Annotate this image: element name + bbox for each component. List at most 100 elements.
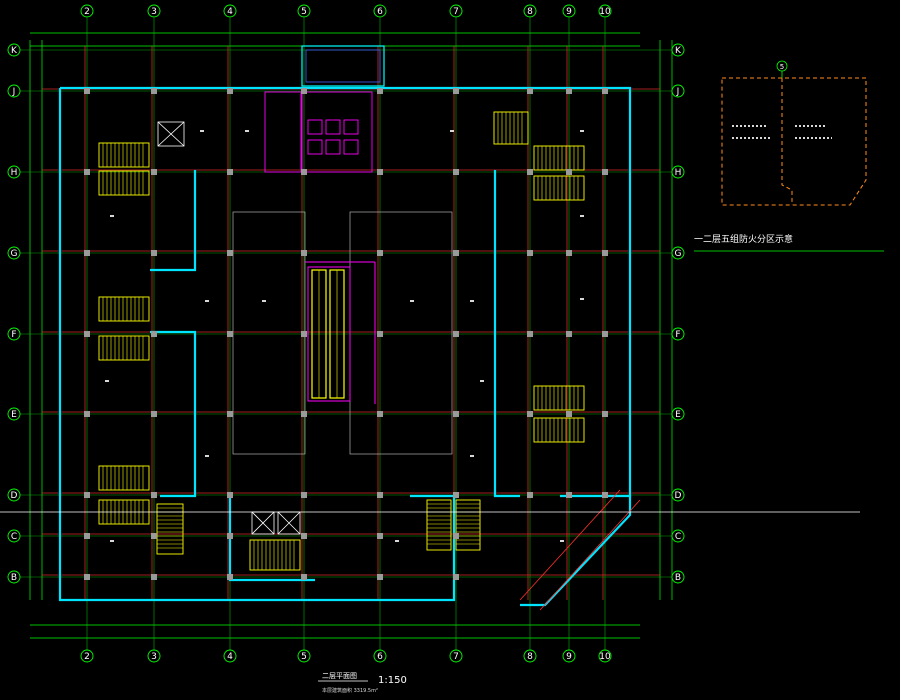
axis-bubble-top-9-circle	[562, 4, 576, 18]
axis-bubble-left-E-label: E	[11, 410, 17, 420]
column-10-J	[602, 88, 608, 94]
axis-bubble-right-J-circle	[671, 84, 685, 98]
axis-bubble-right-F: F	[671, 327, 685, 341]
atrium-voids	[232, 211, 453, 455]
column-6-H	[377, 169, 383, 175]
room-mark-12	[245, 130, 249, 132]
axis-bubble-top-9: 9	[562, 4, 576, 18]
column-9-H	[566, 169, 572, 175]
column-5-G	[301, 250, 307, 256]
axis-bubble-bottom-7-circle	[449, 649, 463, 663]
axis-bubble-bottom-4-label: 4	[227, 652, 233, 662]
column-3-G	[151, 250, 157, 256]
stair-outline	[533, 385, 585, 411]
stair-7	[156, 503, 184, 555]
column-7-J	[453, 88, 459, 94]
axis-bubble-left-G-circle	[7, 246, 21, 260]
column-10-E	[602, 411, 608, 417]
axis-bubble-top-10: 10	[598, 4, 612, 18]
column-5-F	[301, 331, 307, 337]
stair-outline	[493, 111, 529, 145]
axis-bubble-top-9-label: 9	[566, 7, 572, 17]
boundary-diagonals	[519, 489, 641, 611]
axis-bubble-bottom-6-circle	[373, 649, 387, 663]
stair-11	[533, 417, 585, 443]
axis-bubble-top-3: 3	[147, 4, 161, 18]
column-8-E	[527, 411, 533, 417]
stair-12	[426, 499, 452, 551]
axis-bubble-bottom-5-label: 5	[301, 652, 307, 662]
axis-bubble-left-G-label: G	[11, 249, 18, 259]
column-2-C	[84, 533, 90, 539]
axis-bubble-right-B-label: B	[675, 573, 681, 583]
stair-outline	[426, 499, 452, 551]
axis-bubble-bottom-6-label: 6	[377, 652, 383, 662]
axis-bubble-bottom-10-circle	[598, 649, 612, 663]
axis-bubble-right-G-label: G	[675, 249, 682, 259]
column-4-B	[227, 574, 233, 580]
column-2-H	[84, 169, 90, 175]
axis-bubble-right-G: G	[671, 246, 685, 260]
fire-partitions	[58, 86, 632, 607]
axis-bubble-bottom-3: 3	[147, 649, 161, 663]
axis-bubble-left-D-circle	[7, 488, 21, 502]
axis-bubble-top-4-label: 4	[227, 7, 233, 17]
axis-bubble-left-J: J	[7, 84, 21, 98]
axis-bubble-top-8: 8	[523, 4, 537, 18]
column-3-F	[151, 331, 157, 337]
axis-bubble-left-D: D	[7, 488, 21, 502]
axis-bubble-bottom-4-circle	[223, 649, 237, 663]
room-mark-7	[470, 300, 474, 302]
column-9-F	[566, 331, 572, 337]
axis-bubble-bottom-5: 5	[297, 649, 311, 663]
stair-outline	[533, 175, 585, 201]
axis-bubble-bottom-7-label: 7	[453, 652, 459, 662]
stair-outline	[98, 335, 150, 361]
stair-outline	[533, 145, 585, 171]
axis-bubble-right-C: C	[671, 529, 685, 543]
column-10-F	[602, 331, 608, 337]
axis-bubble-top-2-circle	[80, 4, 94, 18]
axis-bubble-top-7: 7	[449, 4, 463, 18]
column-8-F	[527, 331, 533, 337]
column-9-D	[566, 492, 572, 498]
axis-bubble-right-K: K	[671, 43, 685, 57]
room-mark-15	[470, 455, 474, 457]
axis-bubble-left-K: K	[7, 43, 21, 57]
column-2-E	[84, 411, 90, 417]
room-mark-14	[560, 540, 564, 542]
axis-bubble-bottom-2-circle	[80, 649, 94, 663]
axis-bubble-left-C: C	[7, 529, 21, 543]
axis-bubble-right-D: D	[671, 488, 685, 502]
fire-zone-key: 5	[721, 60, 867, 206]
column-4-H	[227, 169, 233, 175]
axis-bubble-right-F-circle	[671, 327, 685, 341]
axis-bubble-right-F-label: F	[675, 330, 680, 340]
column-5-E	[301, 411, 307, 417]
stair-outline	[455, 499, 481, 551]
column-8-D	[527, 492, 533, 498]
column-7-G	[453, 250, 459, 256]
room-annotations	[105, 130, 584, 542]
column-2-J	[84, 88, 90, 94]
axis-bubble-top-6-label: 6	[377, 7, 383, 17]
axis-bubble-right-E-label: E	[675, 410, 681, 420]
column-5-H	[301, 169, 307, 175]
stair-outline	[249, 539, 301, 571]
column-7-E	[453, 411, 459, 417]
axis-bubble-top-4: 4	[223, 4, 237, 18]
column-6-D	[377, 492, 383, 498]
axis-bubble-top-7-label: 7	[453, 7, 459, 17]
axis-bubble-bottom-4: 4	[223, 649, 237, 663]
axis-bubble-right-E: E	[671, 407, 685, 421]
axis-bubble-left-B-circle	[7, 570, 21, 584]
column-5-J	[301, 88, 307, 94]
axis-bubble-right-H-label: H	[675, 168, 682, 178]
dimension-lines	[29, 32, 673, 639]
column-3-E	[151, 411, 157, 417]
drawing-scale: 1:150	[378, 675, 407, 686]
axis-bubble-bottom-8-circle	[523, 649, 537, 663]
column-4-D	[227, 492, 233, 498]
axis-bubble-bottom-10: 10	[598, 649, 612, 663]
axis-bubble-top-3-label: 3	[151, 7, 157, 17]
